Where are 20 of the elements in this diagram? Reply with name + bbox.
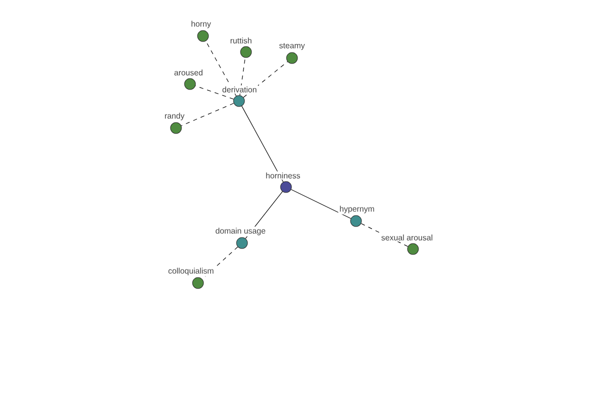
node-label: randy [165, 112, 184, 120]
connector-line [243, 61, 288, 98]
connector-line [241, 106, 284, 182]
node-label: horniness [266, 172, 300, 178]
node-label: hypernym [340, 206, 374, 214]
connector-line [245, 191, 283, 239]
connector-line [180, 102, 234, 126]
connector-line [205, 40, 237, 96]
node-label: domain usage [216, 228, 266, 236]
node-label: horny [192, 20, 211, 28]
node-label: colloquialism [168, 268, 214, 276]
node-label: derivation [222, 86, 256, 92]
node-label: sexual arousal [381, 234, 432, 240]
connector-line [195, 86, 234, 100]
node-label: aroused [174, 70, 202, 76]
node-label: steamy [279, 43, 305, 50]
connector-line [290, 189, 352, 219]
node-label: ruttish [230, 38, 252, 44]
connector-line [240, 57, 246, 96]
connector-line [360, 223, 408, 247]
